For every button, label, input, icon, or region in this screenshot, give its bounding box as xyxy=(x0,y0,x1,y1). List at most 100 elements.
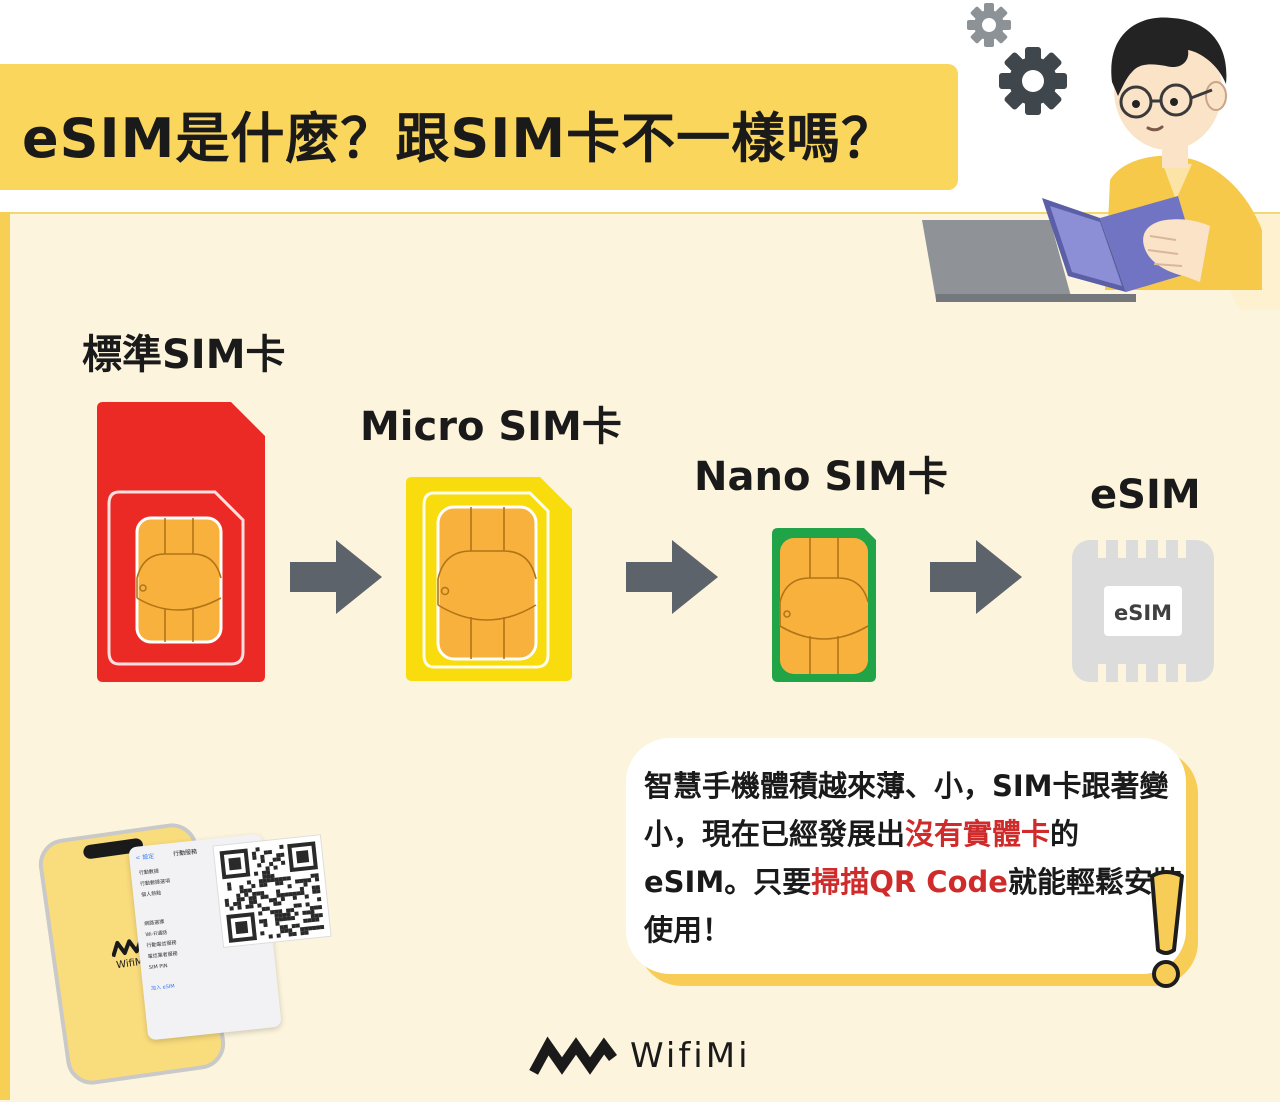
qr-module xyxy=(307,918,312,923)
qr-module xyxy=(316,889,321,894)
wifimi-logo-icon xyxy=(111,938,143,958)
qr-module xyxy=(274,913,279,918)
arrow-right-icon xyxy=(290,540,382,614)
qr-module xyxy=(248,896,253,901)
qr-module xyxy=(273,865,278,870)
qr-module xyxy=(314,877,320,882)
qr-module xyxy=(266,878,272,883)
phone-mockup: WifiMi xyxy=(35,820,229,1088)
info-text: 智慧手機體積越來薄、小，SIM卡跟著變小，現在已經發展出沒有實體卡的eSIM。只… xyxy=(644,762,1184,954)
qr-module xyxy=(317,904,323,910)
qr-module xyxy=(310,873,315,878)
sim-chip xyxy=(135,516,223,644)
qr-module xyxy=(300,930,305,936)
qr-module xyxy=(274,917,280,922)
nano-sim-label: Nano SIM卡 xyxy=(694,454,948,500)
qr-module xyxy=(282,916,288,922)
qr-code-icon xyxy=(212,834,332,949)
esim-chip: eSIM xyxy=(1072,540,1214,682)
qr-module xyxy=(307,926,313,931)
qr-module xyxy=(316,897,322,902)
esim-chip-text: eSIM xyxy=(1114,601,1172,625)
info-highlight-no-physical-card: 沒有實體卡 xyxy=(905,817,1051,851)
qr-module xyxy=(278,876,283,882)
qr-module xyxy=(268,934,273,939)
qr-module xyxy=(260,894,265,900)
qr-module xyxy=(298,878,304,884)
qr-module xyxy=(304,894,309,899)
panel-edge xyxy=(0,212,10,1100)
qr-module xyxy=(263,922,268,928)
qr-module xyxy=(270,910,275,915)
micro-sim-label: Micro SIM卡 xyxy=(360,404,622,450)
qr-finder-module xyxy=(228,857,242,871)
qr-module xyxy=(239,889,245,894)
add-esim-link: 加入 eSIM xyxy=(150,983,175,992)
qr-module xyxy=(258,919,264,924)
qr-module xyxy=(279,925,285,930)
qr-module xyxy=(311,925,317,931)
qr-module xyxy=(255,847,260,852)
qr-module xyxy=(272,857,277,862)
qr-module xyxy=(299,886,305,892)
qr-module xyxy=(275,889,281,894)
qr-module xyxy=(227,886,232,891)
qr-module xyxy=(252,891,257,897)
qr-module xyxy=(276,853,281,858)
qr-module xyxy=(257,863,262,868)
wifimi-logo-icon xyxy=(529,1036,617,1075)
qr-module xyxy=(318,912,323,918)
qr-module xyxy=(289,907,295,913)
qr-module xyxy=(319,924,325,930)
qr-module xyxy=(292,895,298,900)
qr-module xyxy=(262,878,268,883)
esim-label: eSIM xyxy=(1090,472,1201,518)
qr-module xyxy=(303,882,308,887)
qr-module xyxy=(286,876,291,881)
qr-module xyxy=(305,902,310,907)
qr-module xyxy=(251,851,257,856)
qr-module xyxy=(240,897,245,902)
qr-module xyxy=(296,891,301,896)
qr-module xyxy=(275,881,280,886)
qr-module xyxy=(243,888,249,894)
info-highlight-scan-qr: 掃描QR Code xyxy=(811,865,1008,899)
qr-module xyxy=(225,902,230,908)
sim-chip xyxy=(779,538,869,674)
qr-module xyxy=(311,885,317,890)
qr-module xyxy=(288,928,293,933)
qr-module xyxy=(261,906,267,912)
qr-module xyxy=(286,916,292,921)
qr-module xyxy=(303,918,308,923)
qr-module xyxy=(263,882,268,887)
qr-module xyxy=(260,854,265,860)
qr-module xyxy=(232,901,238,907)
page-title: eSIM是什麼？跟SIM卡不一樣嗎？ xyxy=(22,107,897,170)
qr-module xyxy=(299,926,305,932)
qr-module xyxy=(248,900,254,905)
qr-module xyxy=(314,913,320,918)
qr-module xyxy=(259,882,264,888)
qr-module xyxy=(273,909,279,914)
qr-module xyxy=(261,870,267,876)
qr-module xyxy=(302,910,307,916)
qr-module xyxy=(252,855,257,860)
qr-module xyxy=(285,908,291,913)
qr-module xyxy=(311,917,316,923)
qr-module xyxy=(258,911,263,916)
standard-sim-card xyxy=(97,402,265,682)
qr-module xyxy=(265,866,270,871)
qr-module xyxy=(276,933,281,938)
qr-module xyxy=(265,870,271,875)
qr-module xyxy=(292,931,297,937)
qr-module xyxy=(282,912,287,918)
qr-module xyxy=(268,898,274,903)
qr-module xyxy=(275,921,280,926)
micro-sim-card xyxy=(406,477,572,681)
qr-module xyxy=(270,877,276,883)
qr-module xyxy=(312,889,317,894)
qr-module xyxy=(253,871,259,876)
title-banner xyxy=(0,64,958,190)
qr-module xyxy=(266,874,271,879)
info-text-part2: 的eSIM。只要 xyxy=(644,817,1080,899)
